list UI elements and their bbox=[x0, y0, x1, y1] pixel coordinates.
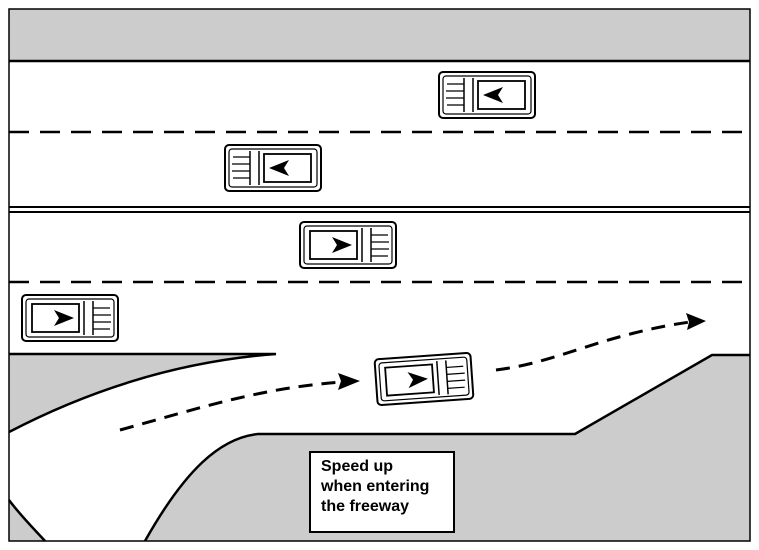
car-eastbound-inner bbox=[299, 221, 397, 269]
lower-right-shoulder bbox=[145, 355, 750, 541]
car-merging bbox=[373, 351, 475, 407]
ramp-right-edge bbox=[143, 353, 750, 542]
caption-line-2: when entering bbox=[321, 478, 430, 495]
speed-up-caption: Speed up when entering the freeway bbox=[309, 451, 455, 533]
merge-path-arrow-2 bbox=[495, 320, 691, 372]
diagram-border bbox=[8, 8, 751, 542]
car-eastbound-outer bbox=[21, 294, 119, 342]
lower-left-shoulder bbox=[9, 354, 276, 432]
lower-left-corner-shoulder bbox=[9, 500, 45, 541]
caption-line-1: Speed up bbox=[321, 458, 394, 475]
top-shoulder bbox=[9, 9, 750, 61]
merge-path-arrowhead-2 bbox=[686, 313, 706, 330]
ramp-left-edge bbox=[8, 352, 277, 434]
lower-left-corner-edge bbox=[7, 499, 46, 542]
car-westbound-top bbox=[438, 71, 536, 119]
car-westbound-second bbox=[224, 144, 322, 192]
merge-path-arrowhead-1 bbox=[338, 373, 360, 390]
merge-path-arrow-1 bbox=[119, 380, 343, 432]
caption-line-3: the freeway bbox=[321, 498, 410, 515]
